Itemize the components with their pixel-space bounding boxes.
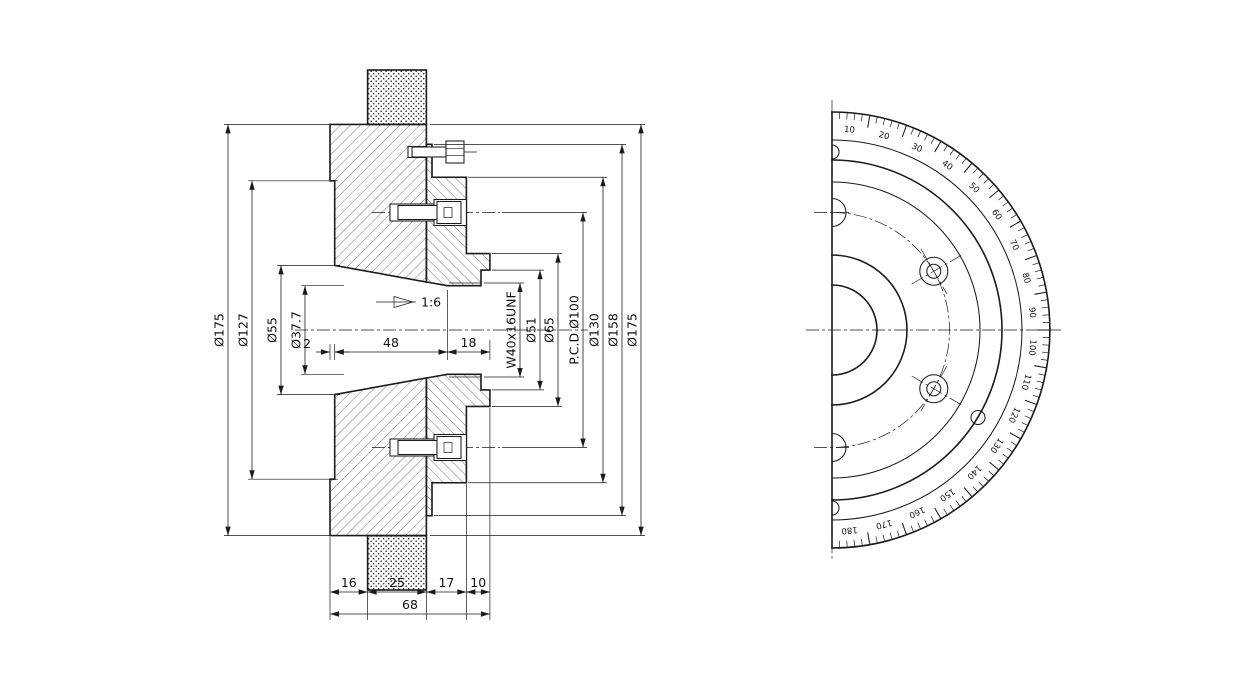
pin-hole-top [831,144,840,160]
dim-label: Ø158 [606,313,621,347]
cap-screw-top [389,198,467,227]
taper-annotation: 1:6 [376,295,441,310]
bolt-circle [831,212,950,448]
dim-label: W40x16UNF [504,291,519,368]
dim-label: 80 [1019,272,1031,285]
dim-label: 30 [910,141,924,155]
dim-label: 170 [875,517,893,531]
dim-label: P.C.D Ø100 [567,295,582,365]
bolt-hole-upper [911,248,963,294]
dim-label: Ø127 [236,313,251,347]
dim-label: 100 [1026,339,1037,356]
cap-screw-bottom [389,433,467,462]
dim-label: 68 [402,597,418,612]
dim-label: 25 [389,575,405,590]
bolt-hole-edge-top [814,197,852,228]
dim-label: 180 [841,524,858,535]
bolt-hole-lower [911,366,963,412]
knurled-ring-bottom [366,534,428,591]
dim-label: 60 [989,208,1003,223]
dim-label: 140 [964,462,983,481]
plate-edge [831,159,1003,501]
section-view: 1:6 [295,69,588,591]
body-step-circle [831,181,981,479]
dim-label: 120 [1006,405,1022,424]
dim-label: 20 [877,130,890,142]
bolt-hole-edge-bottom [814,432,852,463]
dim-label: 70 [1007,238,1021,252]
taper-label: 1:6 [421,295,441,310]
bore-circle [831,284,878,376]
dim-label: 130 [987,435,1005,454]
dim-label: 17 [438,575,454,590]
dim-label: Ø130 [587,313,602,347]
front-view [806,100,1064,560]
knurled-ring-top [366,69,428,126]
dim-label: 16 [341,575,357,590]
dim-label: 10 [470,575,486,590]
dim-label: 110 [1019,373,1033,391]
dim-label: 50 [966,181,981,196]
index-pin-hole [970,409,986,426]
dim-label: 90 [1026,307,1037,319]
hub-circle [831,254,908,406]
main-body-section-bottom [329,377,428,537]
dim-label: Ø37.7 [289,311,304,349]
dim-label: Ø65 [542,317,557,343]
dim-label: Ø55 [265,317,280,343]
set-screw-top [407,140,465,164]
dim-label: Ø175 [212,313,227,347]
dial-inner-edge [831,139,1023,521]
dim-label: 18 [461,335,477,350]
dim-label: Ø175 [625,313,640,347]
dim-label: Ø51 [524,317,539,343]
pin-hole-bottom [831,500,840,516]
dim-label: 160 [907,504,926,520]
dim-label: 40 [940,159,955,173]
dim-label: 48 [383,335,399,350]
dim-label: 10 [844,125,856,136]
dim-label: 150 [937,485,956,503]
taper-symbol [393,296,415,308]
dim-label: 2 [303,336,311,351]
